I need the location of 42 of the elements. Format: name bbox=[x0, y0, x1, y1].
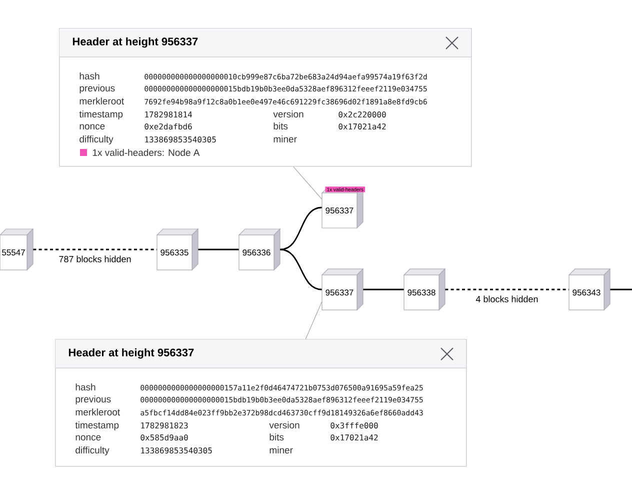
field-label: bits bbox=[270, 434, 284, 440]
field-value: 0x585d9aa0 bbox=[140, 434, 188, 440]
connector-line bbox=[280, 206, 322, 250]
field-value: 0x3fffe000 bbox=[330, 422, 378, 428]
connector-line bbox=[610, 288, 632, 290]
field-label: previous bbox=[76, 396, 111, 404]
connector-line bbox=[198, 248, 239, 250]
edge-label: 4 blocks hidden bbox=[476, 296, 538, 302]
field-value: 1782981823 bbox=[141, 422, 188, 428]
popup-title: Header at height 956337 bbox=[68, 348, 194, 359]
field-label: bits bbox=[274, 122, 288, 130]
connector-line bbox=[363, 288, 404, 290]
leader-line bbox=[293, 166, 322, 200]
connector-line bbox=[33, 248, 157, 250]
leader-line bbox=[305, 302, 322, 340]
field-label: difficulty bbox=[80, 136, 114, 144]
field-label: miner bbox=[274, 136, 297, 142]
field-label: timestamp bbox=[75, 422, 119, 430]
field-label: previous bbox=[80, 84, 115, 94]
legend-text: 1x valid-headers: Node A bbox=[92, 149, 200, 156]
field-label: merkleroot bbox=[80, 98, 124, 104]
field-value: 0x17021a42 bbox=[330, 434, 378, 440]
popup-title: Header at height 956337 bbox=[72, 37, 198, 48]
field-value: 133869853540305 bbox=[145, 136, 216, 142]
edge-label: 787 blocks hidden bbox=[59, 256, 131, 262]
field-value: 0xe2dafbd6 bbox=[144, 123, 192, 130]
field-label: timestamp bbox=[79, 110, 123, 120]
field-label: miner bbox=[270, 446, 293, 454]
field-value: 133869853540305 bbox=[141, 447, 212, 454]
field-label: nonce bbox=[80, 124, 105, 130]
field-value: 0x17021a42 bbox=[338, 123, 386, 130]
connector-line bbox=[280, 248, 322, 290]
field-label: hash bbox=[76, 384, 96, 390]
field-label: version bbox=[273, 110, 304, 118]
field-value: 1782981814 bbox=[145, 111, 192, 118]
field-label: merkleroot bbox=[76, 408, 120, 416]
field-label: hash bbox=[80, 72, 100, 80]
field-label: nonce bbox=[76, 435, 101, 440]
field-value: 0x2c220000 bbox=[338, 111, 386, 118]
connector-line bbox=[445, 288, 569, 290]
field-label: version bbox=[269, 422, 300, 428]
field-label: difficulty bbox=[76, 446, 110, 456]
